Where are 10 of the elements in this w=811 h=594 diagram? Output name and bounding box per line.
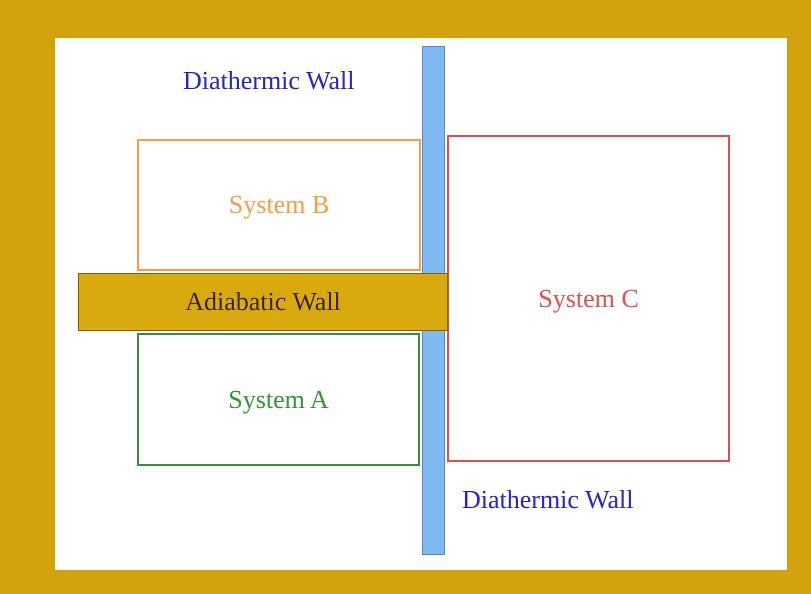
node-label: System B	[228, 192, 330, 218]
system-box	[137, 333, 420, 466]
node-label: Adiabatic Wall	[185, 289, 341, 315]
system-box	[137, 139, 421, 271]
adiabatic-wall	[78, 273, 448, 331]
node-label: System C	[538, 286, 639, 312]
node-label: System A	[228, 386, 329, 412]
wall-label: Diathermic Wall	[183, 68, 354, 94]
wall-label: Diathermic Wall	[462, 487, 634, 513]
system-box	[447, 135, 730, 462]
